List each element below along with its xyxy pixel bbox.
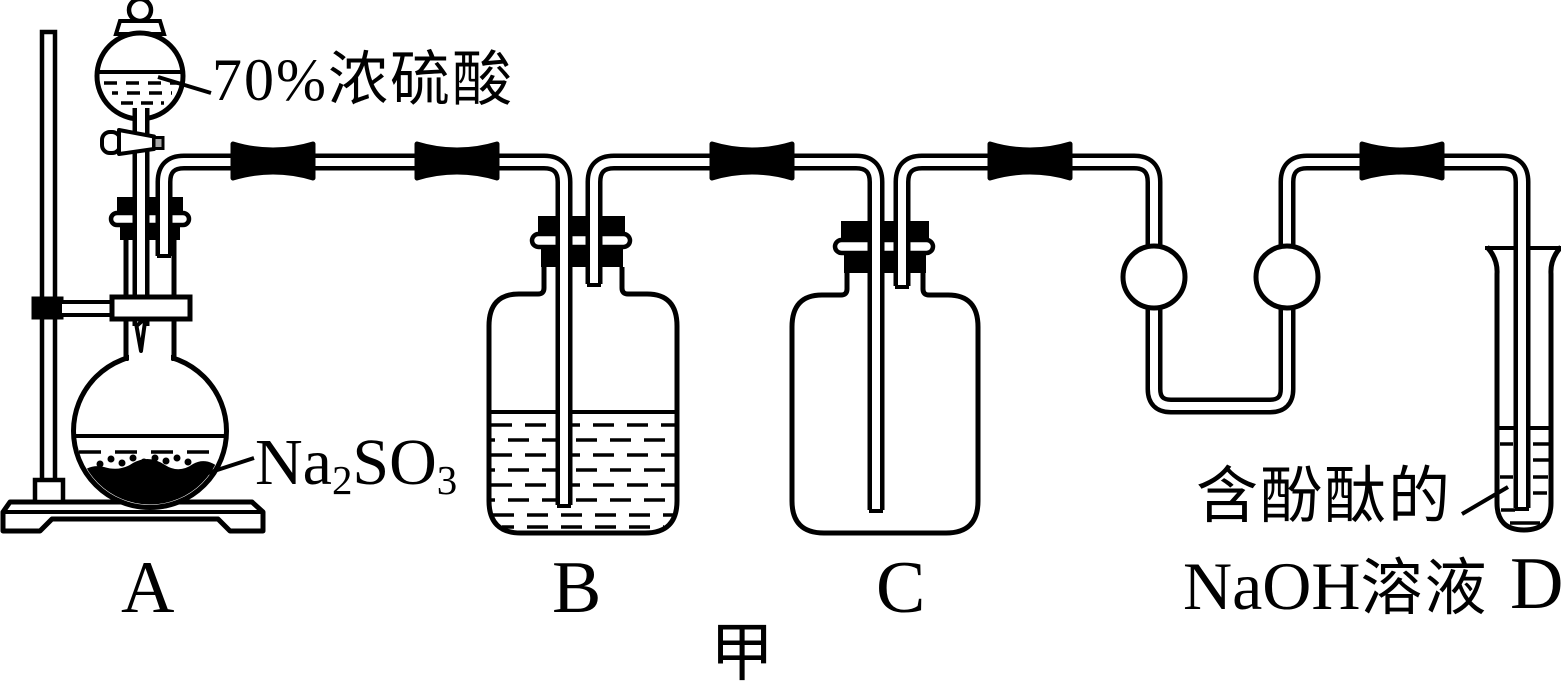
stand-base — [0, 499, 266, 534]
bottle-b-body — [486, 267, 680, 536]
connector-4 — [987, 141, 1073, 181]
tube-a-to-b-core — [160, 158, 568, 505]
clamp-bosshead — [31, 296, 64, 320]
gas-washing-bottle-b — [486, 216, 680, 536]
stand-rod — [39, 29, 58, 494]
label-na2so3-part2: SO — [352, 426, 437, 499]
label-na2so3: Na2SO3 — [255, 430, 457, 502]
tube-end-caps — [157, 254, 1529, 513]
funnel-bulb — [94, 30, 186, 122]
funnel-stem-tip — [134, 316, 148, 353]
gas-washing-bottle-c — [789, 221, 981, 536]
funnel-stopper-knob — [126, 0, 154, 24]
label-naoh-cjk: 溶液 — [1360, 555, 1489, 623]
connector-2 — [414, 141, 500, 181]
connector-3 — [709, 141, 795, 181]
flask-stopper — [108, 197, 192, 240]
label-na2so3-part1: Na — [255, 426, 332, 499]
connector-1 — [230, 141, 316, 181]
label-unit-c: C — [876, 547, 926, 629]
clamp-jaw — [109, 294, 193, 322]
rubber-connectors — [230, 141, 1445, 181]
funnel-liquid — [99, 70, 181, 105]
leader-phenolphthalein — [1460, 485, 1510, 516]
connector-5 — [1359, 141, 1445, 181]
stopcock-plug — [117, 128, 156, 156]
tube-c-to-d-core — [898, 158, 1526, 508]
stopcock-tip — [152, 136, 165, 150]
leader-lines — [157, 75, 1510, 516]
label-unit-b: B — [552, 547, 602, 629]
stopcock — [100, 128, 165, 156]
funnel-stopper-collar — [113, 19, 167, 36]
safety-bulbs — [1120, 243, 1321, 311]
bottle-b-liquid — [491, 410, 675, 529]
rod-foot-block — [32, 477, 66, 505]
label-phenolphthalein: 含酚酞的 — [1196, 463, 1453, 531]
bottle-c-body — [789, 273, 981, 536]
label-naoh-solution: NaOH溶液 — [1183, 552, 1489, 620]
label-unit-d: D — [1510, 543, 1561, 625]
tube-c-to-d-casing — [893, 153, 1531, 508]
dropping-funnel — [94, 0, 186, 122]
leader-acid — [157, 75, 212, 95]
label-na2so3-sub2: 3 — [436, 458, 458, 504]
label-acid: 70%浓硫酸 — [212, 47, 514, 113]
figure-caption: 甲 — [710, 618, 774, 685]
clamp-arm — [58, 300, 116, 317]
safety-bulb-left — [1120, 243, 1188, 311]
ring-stand — [0, 29, 266, 534]
label-na2so3-sub1: 2 — [331, 458, 353, 504]
na2so3-granules — [96, 454, 202, 470]
label-naoh-latin: NaOH — [1183, 548, 1361, 624]
clamp — [31, 294, 193, 322]
leader-na2so3 — [207, 456, 255, 475]
safety-bulb-right — [1253, 243, 1321, 311]
label-unit-a: A — [121, 547, 175, 629]
